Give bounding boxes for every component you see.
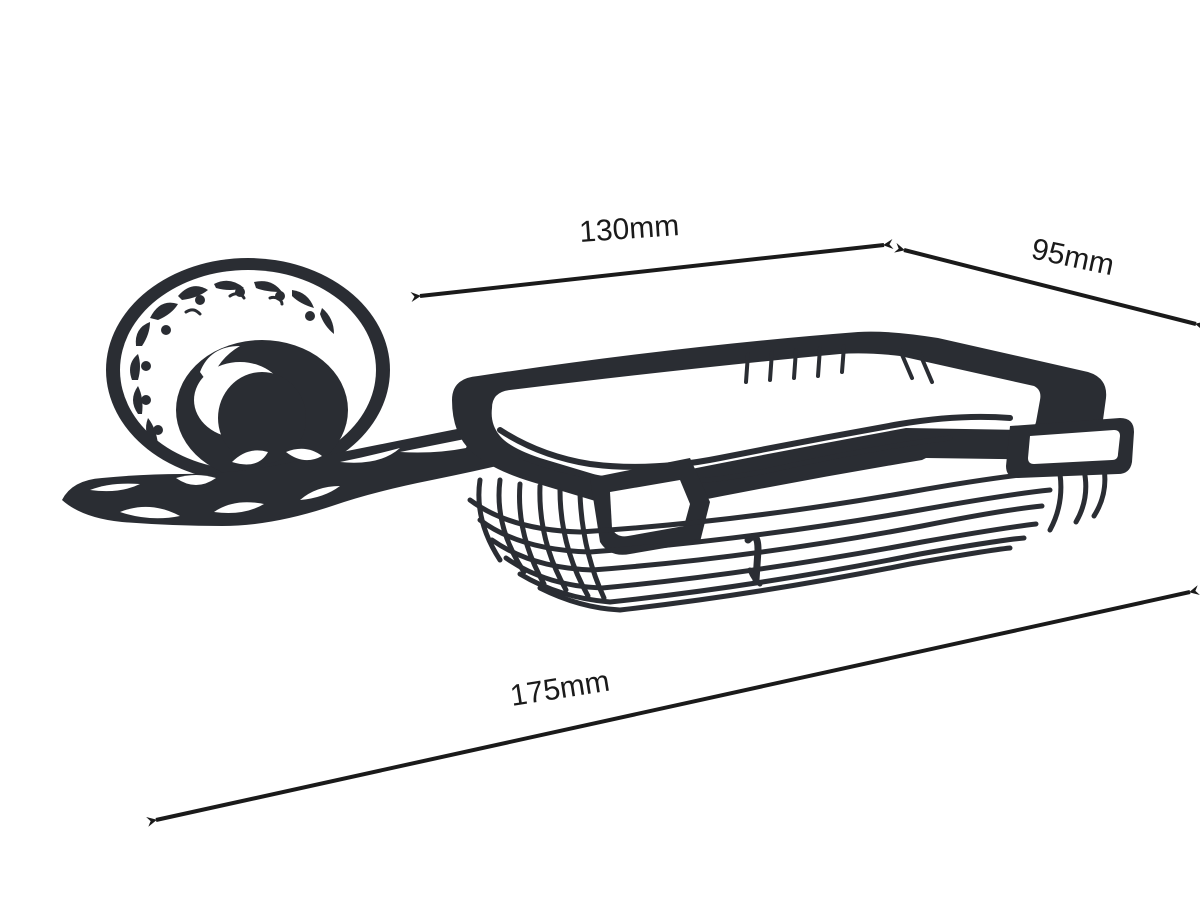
wire-basket <box>452 331 1134 613</box>
arrow-95mm <box>894 242 1200 332</box>
label-95mm: 95mm <box>1029 233 1117 283</box>
support-arm <box>62 420 522 526</box>
arrow-175mm <box>146 585 1200 827</box>
dimension-130mm: 130mm <box>410 209 894 302</box>
soap-dish-drawing <box>62 258 1134 613</box>
dimension-95mm: 95mm <box>894 233 1200 332</box>
label-175mm: 175mm <box>508 665 612 713</box>
arrow-130mm <box>410 239 894 302</box>
label-130mm: 130mm <box>578 209 680 249</box>
dimension-175mm: 175mm <box>146 585 1200 827</box>
wall-rosette <box>106 258 390 482</box>
floral-pattern <box>130 280 334 444</box>
